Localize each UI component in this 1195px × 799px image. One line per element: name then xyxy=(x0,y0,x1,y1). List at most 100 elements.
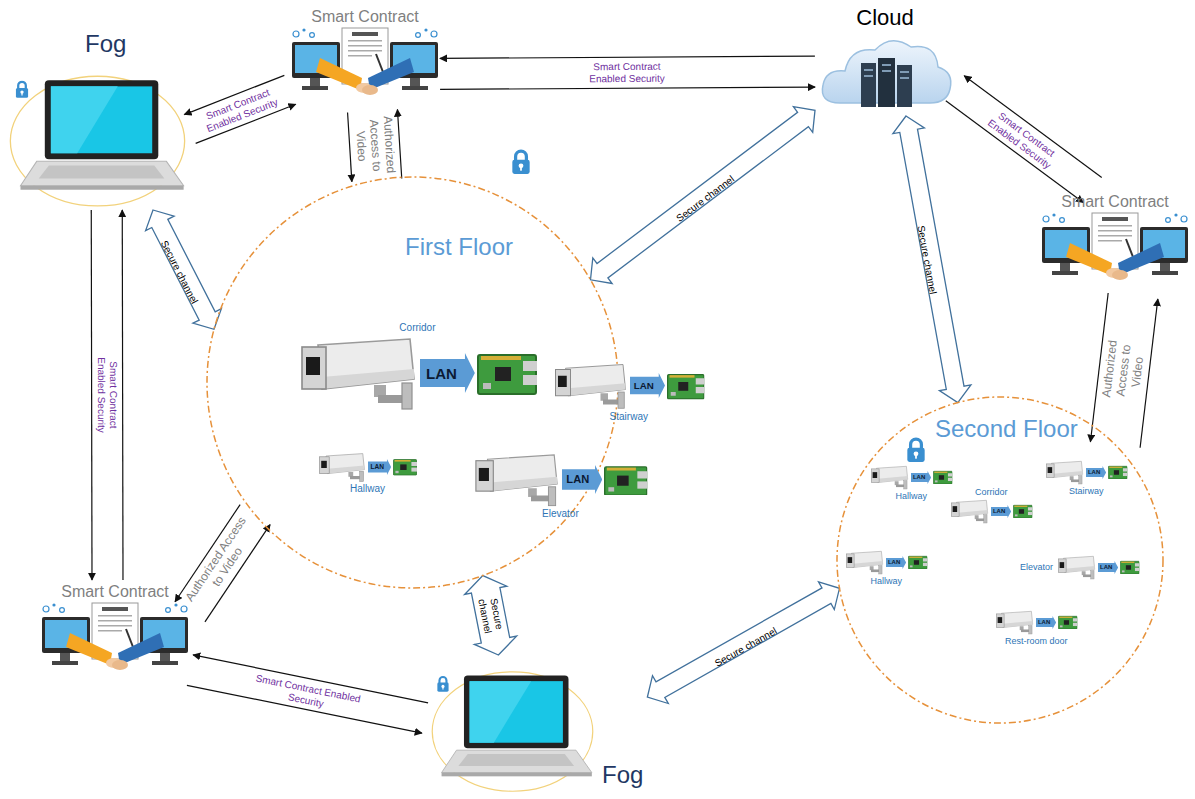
camera-row: LAN xyxy=(870,465,953,490)
double-arrow-pair xyxy=(348,109,402,181)
lan-arrow: LAN xyxy=(911,471,931,484)
smart-contract-icon xyxy=(1040,211,1190,296)
cloud-server: Cloud xyxy=(815,5,955,116)
lan-arrow: LAN xyxy=(1086,466,1106,479)
lan-arrow: LAN xyxy=(368,459,391,475)
floor-title: First Floor xyxy=(405,233,513,261)
camera-unit: LAN Elevator xyxy=(473,452,648,520)
camera-icon xyxy=(473,452,560,507)
floor-outline xyxy=(835,395,1165,725)
camera-row: LAN xyxy=(995,610,1078,635)
lan-label: LAN xyxy=(1038,619,1050,625)
camera-label: Stairway xyxy=(1069,486,1104,497)
camera-label: Corridor xyxy=(399,322,435,334)
lan-arrow: LAN xyxy=(420,353,475,393)
double-arrow-pair xyxy=(946,76,1102,203)
camera-row: LAN xyxy=(318,452,417,482)
edge-label-holder: Authorized Access to Video xyxy=(352,112,398,179)
smart-contract: Smart Contract xyxy=(1040,190,1190,296)
edge-label: Secure channel xyxy=(712,624,779,669)
camera-row: LAN xyxy=(950,499,1033,524)
secure-channel-arrow xyxy=(146,210,222,329)
edge-label: Secure channel xyxy=(158,238,201,306)
camera-label: Corridor xyxy=(975,487,1008,498)
raspberry-pi-board xyxy=(667,372,705,400)
camera-icon xyxy=(950,499,989,524)
camera-label: Rest-room door xyxy=(1005,636,1068,647)
camera-label: Hallway xyxy=(896,491,928,502)
camera-row: LAN xyxy=(553,362,705,410)
double-arrow-pair xyxy=(187,655,428,733)
floor-zone: Second FloorLANHallwayCorridorLANLANStai… xyxy=(835,395,1165,725)
camera-icon xyxy=(995,610,1034,635)
edge-label: Secure channel xyxy=(674,173,738,225)
smart-contract: Smart Contract xyxy=(290,5,440,111)
edge-label: Smart Contract Enabled Security xyxy=(189,81,290,139)
camera-unit: LAN Stairway xyxy=(1045,460,1128,497)
camera-label: Hallway xyxy=(350,483,385,495)
edge-label-holder: Secure channel xyxy=(710,620,778,665)
edge-label: Smart Contract Enabled Security xyxy=(96,344,119,444)
camera-label: Elevator xyxy=(542,508,579,520)
edge-label: Secure channel xyxy=(475,591,506,640)
node-title: Fog xyxy=(85,30,126,58)
camera-icon xyxy=(553,362,628,410)
raspberry-pi-board xyxy=(604,464,648,496)
secure-channel-arrow xyxy=(591,107,816,284)
raspberry-pi-board xyxy=(477,351,537,395)
raspberry-pi-board xyxy=(1058,615,1078,629)
camera-unit: LAN Hallway xyxy=(845,550,928,587)
edge-label: Authorized Access to Video xyxy=(352,112,397,178)
secure-channel-arrow xyxy=(893,116,971,403)
camera-unit: CorridorLAN xyxy=(950,487,1033,524)
camera-unit: LAN Hallway xyxy=(318,452,417,495)
lan-label: LAN xyxy=(913,474,925,480)
smart-contract-icon xyxy=(290,26,440,111)
edge-label-holder: Smart Contract Enabled Security xyxy=(96,344,119,445)
lan-arrow: LAN xyxy=(1098,561,1118,574)
lan-label: LAN xyxy=(1100,564,1112,570)
edge-label-holder: Secure channel xyxy=(671,169,735,221)
fog-node: Fog xyxy=(425,655,647,795)
node-title: Smart Contract xyxy=(1061,193,1169,211)
node-title: Smart Contract xyxy=(311,8,419,26)
double-arrow-pair xyxy=(184,75,295,143)
lock-icon xyxy=(510,149,532,175)
edge-label-holder: Smart Contract Enabled Security xyxy=(976,100,1071,179)
edge-label: Smart Contract Enabled Security xyxy=(577,61,677,85)
node-title: Fog xyxy=(602,761,643,789)
edge-label: Authorized Access to Video xyxy=(180,510,264,617)
laptop-icon xyxy=(5,58,190,210)
camera-icon xyxy=(318,452,366,482)
lan-arrow: LAN xyxy=(562,465,602,494)
camera-label: Hallway xyxy=(871,576,903,587)
raspberry-pi-board xyxy=(908,555,928,569)
edge-label: Authorized Access to Video xyxy=(1099,337,1148,405)
camera-unit: CorridorLAN xyxy=(298,322,537,411)
node-title: Cloud xyxy=(856,5,913,31)
fog-node: Fog xyxy=(5,30,190,210)
lock-icon xyxy=(905,437,927,463)
node-title: Smart Contract xyxy=(61,583,169,601)
lan-label: LAN xyxy=(370,464,384,471)
edge-label-holder: Authorized Access to Video xyxy=(1099,336,1148,406)
camera-icon xyxy=(845,550,884,575)
secure-channel-arrow xyxy=(647,582,839,704)
camera-icon xyxy=(1057,555,1096,580)
raspberry-pi-board xyxy=(393,458,417,476)
camera-icon xyxy=(870,465,909,490)
floor-zone: First FloorCorridorLANLANStairwayLANHall… xyxy=(205,175,620,590)
edge-label: Smart Contract Enabled Security xyxy=(976,100,1070,178)
lan-label: LAN xyxy=(426,366,457,381)
double-arrow-pair xyxy=(1090,293,1157,448)
smart-contract-icon xyxy=(40,601,190,686)
double-arrow-pair xyxy=(91,210,123,580)
laptop-icon xyxy=(425,655,600,795)
smart-contract: Smart Contract xyxy=(40,580,190,686)
raspberry-pi-board xyxy=(1120,560,1140,574)
lan-label: LAN xyxy=(888,559,900,565)
secure-channel-arrow xyxy=(465,576,517,655)
edge-label-holder: Smart Contract Enabled Security xyxy=(251,672,364,717)
camera-row: LAN xyxy=(1045,460,1128,485)
